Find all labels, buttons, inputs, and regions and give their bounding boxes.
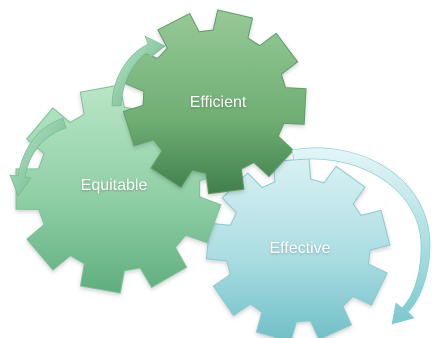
rotation-arrow-equitable [9,117,67,197]
effective-gear-label: Effective [269,240,330,257]
efficient-gear: Efficient [122,9,307,195]
effective-gear: Effective [205,158,391,338]
rotation-arrow-effective [291,147,431,325]
efficient-gear-label: Efficient [190,94,247,111]
equitable-gear-label: Equitable [81,177,148,194]
efficient-gear-shape [122,9,307,195]
arrow-right [291,147,431,325]
arrow-left [9,117,67,197]
rotation-arrow-efficient [111,35,166,107]
arrow-top-left [111,35,166,107]
